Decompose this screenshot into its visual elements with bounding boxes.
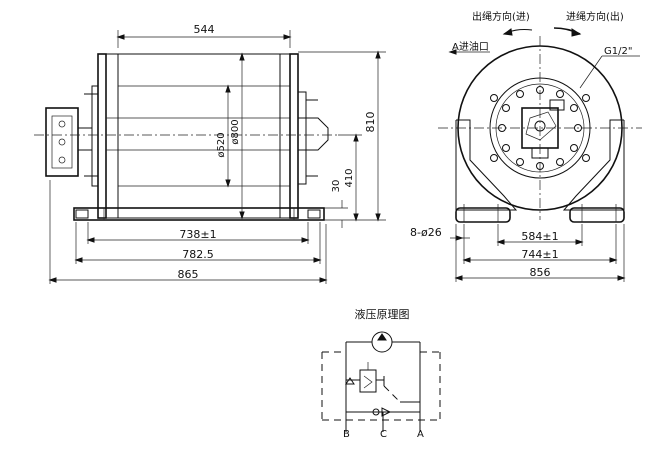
left-foot	[455, 207, 511, 223]
port-c-label: C	[380, 429, 387, 440]
hydraulic-schematic: 液压原理图 B C A	[321, 307, 441, 440]
dim-810: 810	[364, 112, 377, 133]
hydraulic-title: 液压原理图	[355, 307, 410, 321]
dim-782: 782.5	[182, 248, 214, 261]
dim-584: 584±1	[521, 230, 558, 243]
brake-valve-symbol	[359, 369, 377, 393]
right-foot	[569, 207, 625, 223]
drum	[106, 53, 290, 219]
side-view: 544 ø520 ø800 810 410 30 738±1	[34, 23, 386, 284]
dim-738: 738±1	[179, 228, 216, 241]
port-b-label: B	[343, 429, 350, 440]
dim-856: 856	[530, 266, 551, 279]
port-label-g12: G1/2"	[604, 46, 632, 57]
right-flange	[289, 53, 299, 219]
dim-holes: 8-ø26	[410, 226, 442, 239]
left-flange	[97, 53, 107, 219]
dim-drum-dia: ø520	[216, 132, 227, 157]
dim-544: 544	[194, 23, 215, 36]
base-plate	[73, 207, 325, 221]
front-view: 出绳方向(进) 进绳方向(出) A进油口 G1/2"	[410, 10, 642, 282]
port-label-left: A进油口	[452, 40, 489, 53]
rotation-right-label: 进绳方向(出)	[566, 10, 624, 23]
dim-410: 410	[344, 168, 355, 187]
dim-744: 744±1	[521, 248, 558, 261]
dim-865: 865	[178, 268, 199, 281]
rotation-left-label: 出绳方向(进)	[472, 10, 530, 23]
dim-flange-dia: ø800	[230, 119, 241, 144]
motor-block	[45, 107, 79, 177]
port-a-label: A	[417, 429, 424, 440]
dim-30: 30	[331, 180, 342, 193]
